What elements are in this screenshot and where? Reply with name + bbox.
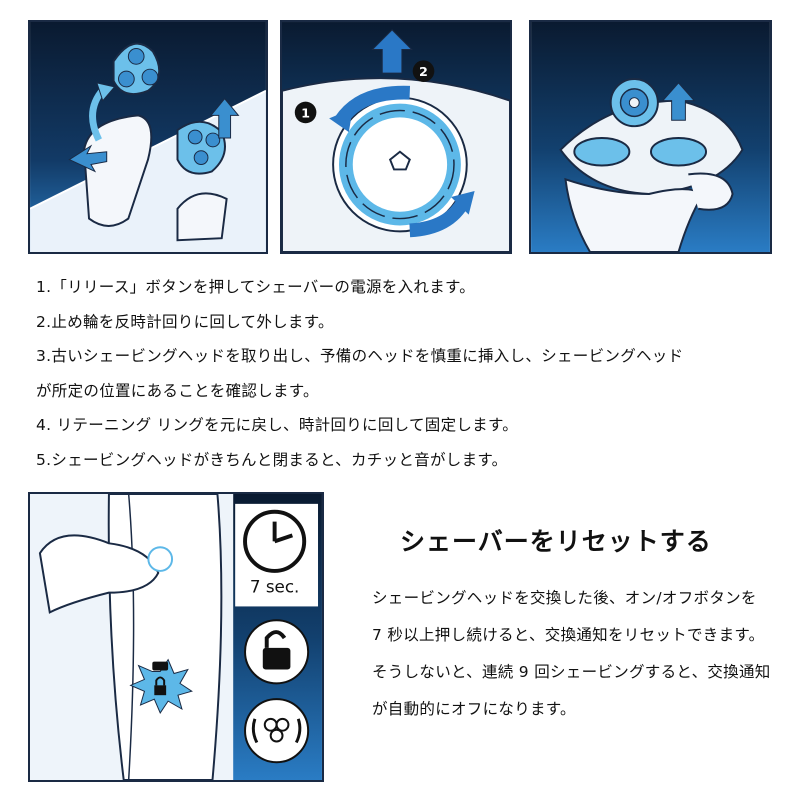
svg-text:2: 2 — [419, 65, 428, 80]
figure-retaining-ring-panel: 1 2 — [280, 20, 512, 254]
remove-blade-illustration — [531, 22, 770, 252]
step-3: 3.古いシェービングヘッドを取り出し、予備のヘッドを慎重に挿入し、シェービングヘ… — [36, 347, 684, 365]
shaving-head-small-icon — [176, 120, 226, 175]
push-arrow-icon — [68, 144, 108, 173]
figure-reset-panel: 7 sec. — [28, 492, 324, 782]
svg-text:1: 1 — [301, 106, 310, 121]
arrow-up-icon — [209, 97, 240, 139]
reset-illustration: 7 sec. — [30, 494, 322, 780]
reset-section-title: シェーバーをリセットする — [400, 527, 712, 556]
step-3-continued: が所定の位置にあることを確認します。 — [36, 381, 319, 400]
rotate-arrow-icon — [96, 82, 116, 102]
unlock-icon — [244, 619, 310, 685]
instruction-steps: 1.「リリース」ボタンを押してシェーバーの電源を入れます。 2.止め輪を反時計回… — [36, 270, 792, 477]
shaving-head-icon — [112, 42, 161, 96]
step-5: 5.シェービングヘッドがきちんと閉まると、カチッと音がします。 — [36, 450, 508, 469]
figure-remove-blade-panel — [529, 20, 772, 254]
figure-open-head-panel — [28, 20, 268, 254]
step-2: 2.止め輪を反時計回りに回して外します。 — [36, 312, 334, 331]
timer-icon — [243, 509, 307, 573]
step-badge-2 — [412, 60, 435, 82]
shaving-head-reset-icon — [244, 698, 310, 764]
step-1: 1.「リリース」ボタンを押してシェーバーの電源を入れます。 — [36, 278, 476, 296]
cutter-icon — [609, 78, 659, 128]
step-badge-1 — [294, 101, 317, 124]
reset-section-body: シェービングヘッドを交換した後、オン/オフボタンを 7 秒以上押し続けると、交換… — [372, 589, 771, 718]
retaining-ring-illustration: 1 2 — [282, 22, 510, 252]
arrow-up-icon — [661, 82, 696, 121]
open-head-illustration — [30, 22, 266, 252]
timer-label: 7 sec. — [250, 577, 300, 597]
step-4: 4. リテーニング リングを元に戻し、時計回りに回して固定します。 — [36, 416, 519, 434]
lock-icon — [155, 676, 166, 686]
power-button-icon — [147, 546, 174, 572]
arrow-up-icon — [371, 29, 413, 74]
